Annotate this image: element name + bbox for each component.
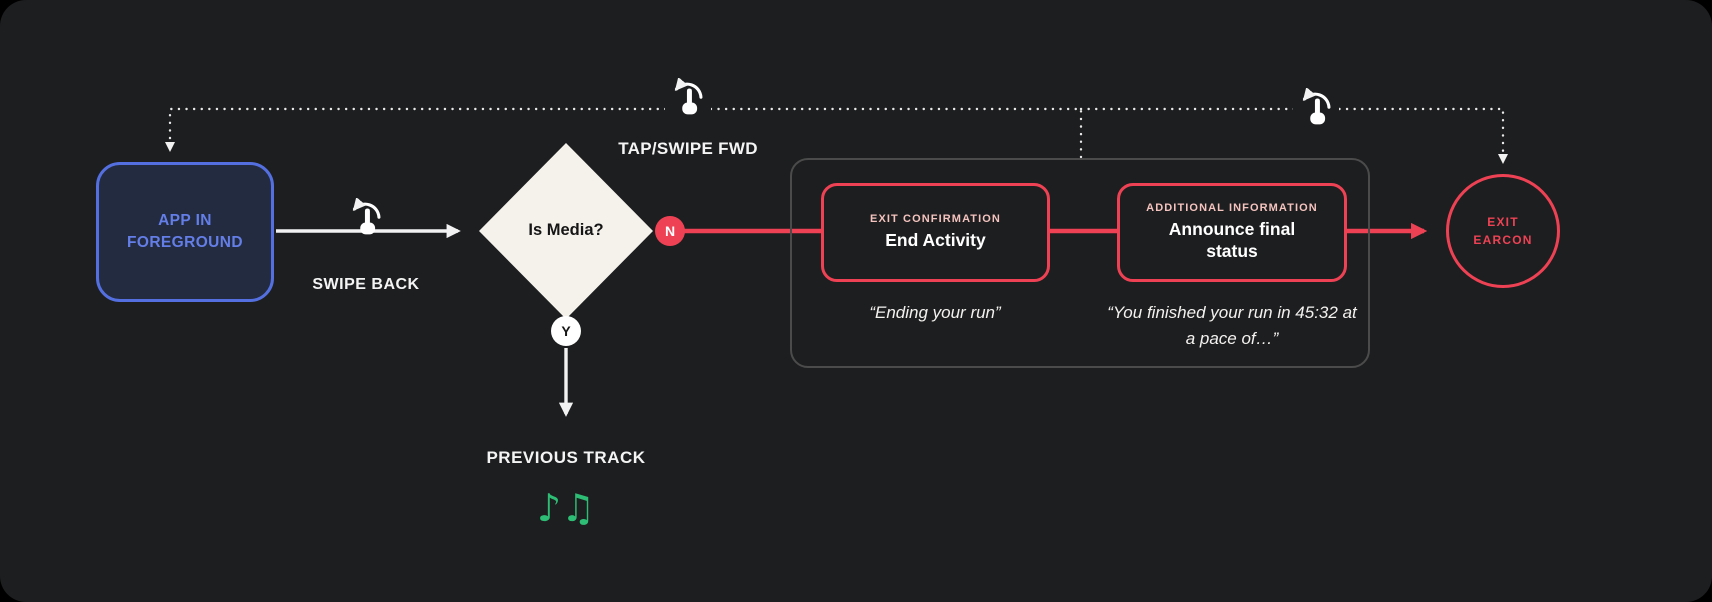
exit-confirmation-tag: EXIT CONFIRMATION <box>870 213 1001 226</box>
additional-information-title: Announce final status <box>1168 219 1296 261</box>
exit-confirmation-node: EXIT CONFIRMATION End Activity <box>821 183 1050 282</box>
exit-confirmation-quote: “Ending your run” <box>869 303 1001 322</box>
additional-information-tag: ADDITIONAL INFORMATION <box>1146 202 1318 215</box>
exit-confirmation-title: End Activity <box>885 230 986 251</box>
decision-yes-badge: Y <box>551 316 581 346</box>
decision-label: Is Media? <box>528 221 604 239</box>
exit-earcon-node: EXIT EARCON <box>1446 174 1560 288</box>
tap-swipe-gesture-icon-right <box>1293 88 1339 134</box>
app-in-foreground-node: APP IN FOREGROUND <box>96 162 274 302</box>
additional-information-quote: “You finished your run in 45:32 at a pac… <box>1107 303 1357 348</box>
decision-diamond <box>479 143 653 319</box>
additional-information-node: ADDITIONAL INFORMATION Announce final st… <box>1117 183 1347 282</box>
dotted-loop-to-app <box>164 107 1083 159</box>
app-in-foreground-label: APP IN FOREGROUND <box>127 212 243 251</box>
dialog-group-container <box>790 158 1370 368</box>
previous-track-label: PREVIOUS TRACK <box>486 448 646 467</box>
music-notes-icon: ♪♫ <box>536 486 596 530</box>
exit-earcon-label: EXIT EARCON <box>1473 215 1533 247</box>
tap-swipe-fwd-label: TAP/SWIPE FWD <box>618 139 758 158</box>
swipe-back-gesture-icon <box>343 198 389 244</box>
dotted-loop-to-earcon <box>1079 107 1509 165</box>
tap-swipe-fwd-gesture-icon <box>665 78 711 124</box>
swipe-back-label: SWIPE BACK <box>312 276 420 293</box>
decision-no-badge: N <box>655 216 685 246</box>
